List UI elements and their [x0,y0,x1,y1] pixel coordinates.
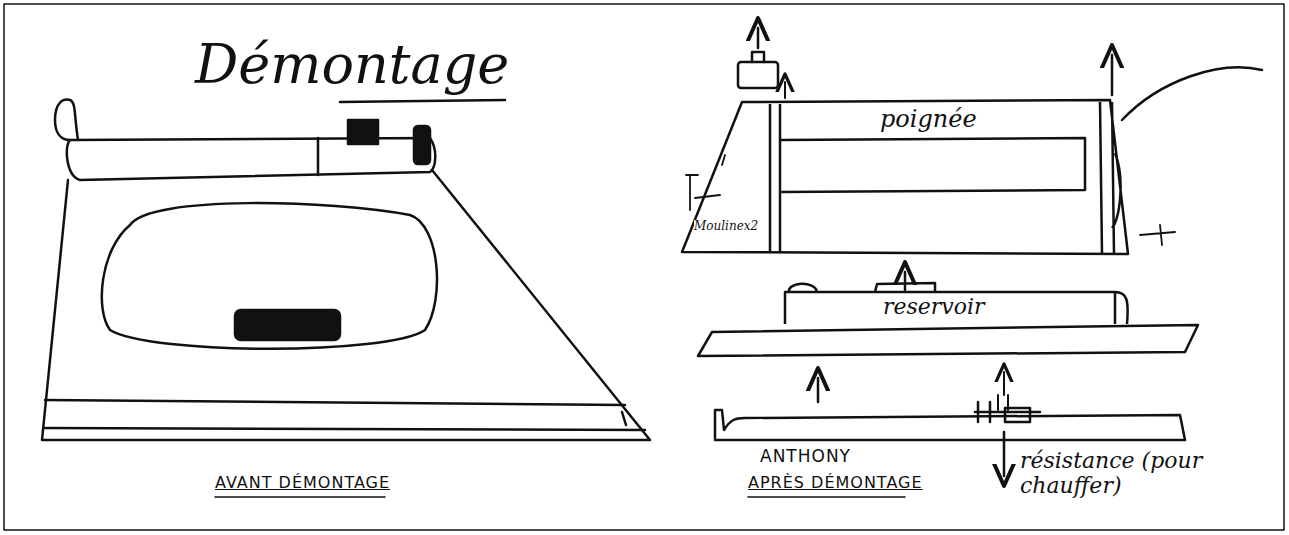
part-name: poignée [880,106,977,134]
part-name: résistance (pour chauffer) [1020,448,1205,499]
part-name: reservoir [883,294,985,319]
caption-after: APRÈS DÉMONTAGE [748,474,923,492]
handle-part: poignéeMoulinex2 [680,98,1132,256]
reservoir-part: reservoir [775,280,1135,326]
diagram-title: Démontage [195,34,509,96]
caption-before: AVANT DÉMONTAGE [215,474,390,492]
author-name: ANTHONY [760,447,851,467]
brand-name: Moulinex2 [694,220,758,234]
